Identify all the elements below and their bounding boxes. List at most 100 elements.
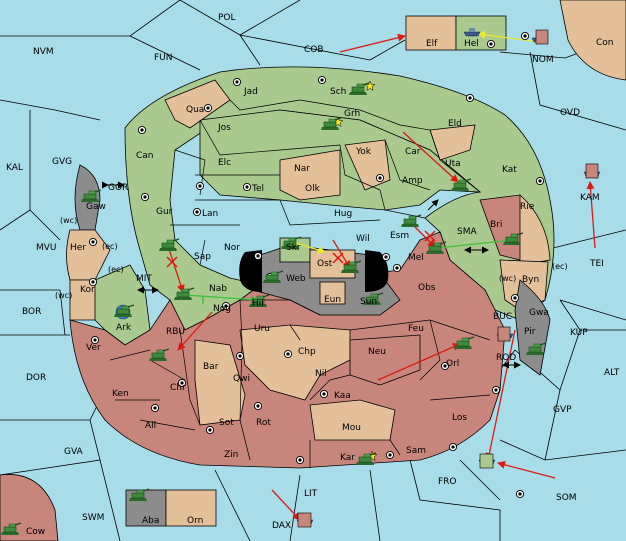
label-los: Los (452, 413, 467, 423)
box-fro (479, 453, 494, 469)
prov-her (66, 229, 111, 281)
label-uru: Uru (254, 324, 270, 334)
label-rot: Rot (256, 418, 271, 428)
label-ovd: OVD (560, 108, 580, 118)
label-eld: Eld (448, 119, 462, 129)
label-swm: SWM (82, 513, 104, 523)
coast-kor-wc: (wc) (55, 291, 72, 300)
label-her: Her (70, 243, 86, 253)
prov-mou (309, 399, 396, 441)
label-sot: Sot (219, 418, 234, 428)
label-bri: Bri (490, 220, 502, 230)
prov-eun (319, 281, 346, 305)
label-web: Web (286, 274, 306, 284)
label-nvm: NVM (33, 47, 54, 57)
label-bor: BOR (22, 307, 41, 317)
label-mou: Mou (342, 423, 361, 433)
label-qwi: Qwi (233, 374, 250, 384)
label-buc: BUC (493, 312, 512, 322)
label-yok: Yok (355, 147, 372, 157)
label-kar: Kar (340, 453, 355, 463)
label-ark: Ark (116, 323, 132, 333)
label-nar: Nar (294, 164, 310, 174)
label-can: Can (136, 151, 154, 161)
label-sma: SMA (457, 227, 477, 237)
label-feu: Feu (408, 324, 424, 334)
label-jos: Jos (217, 123, 231, 133)
label-hel: Hel (464, 39, 479, 49)
label-nil: Nil (315, 369, 327, 379)
label-dor: DOR (26, 373, 46, 383)
label-cob: COB (304, 45, 324, 55)
capsule-east (365, 250, 389, 292)
label-mit: MIT (136, 274, 152, 284)
label-rie: Rie (520, 202, 535, 212)
label-olk: Olk (305, 184, 321, 194)
label-som: SOM (556, 493, 577, 503)
label-kam: KAM (580, 193, 600, 203)
label-gor: GOR (108, 183, 128, 193)
label-mel: Mel (408, 253, 424, 263)
label-kat: Kat (502, 165, 517, 175)
label-sam: Sam (406, 446, 426, 456)
support-arrow-icon (477, 30, 541, 43)
label-gva: GVA (64, 447, 84, 457)
adjacency-arrows (102, 181, 521, 369)
label-gvg: GVG (52, 157, 72, 167)
label-hug: Hug (334, 209, 352, 219)
label-ver: Ver (86, 343, 101, 353)
label-nom: NOM (532, 55, 554, 65)
province-lines (109, 99, 491, 468)
label-amp: Amp (402, 176, 423, 186)
label-alt: ALT (604, 368, 620, 378)
label-ken: Ken (112, 389, 129, 399)
label-hil: Hil (252, 299, 264, 309)
label-rbu: RBU (166, 327, 185, 337)
label-fun: FUN (154, 53, 173, 63)
coast-byn-wc: (wc) (499, 274, 516, 283)
label-dax: DAX (272, 521, 291, 531)
prov-nar (279, 149, 341, 201)
label-sap: Sap (194, 252, 211, 262)
label-cow: Cow (26, 527, 45, 537)
label-mvu: MVU (36, 243, 57, 253)
label-wil: Wil (356, 234, 370, 244)
label-pol: POL (218, 13, 236, 23)
prov-chp-nil (239, 324, 351, 401)
label-eun: Eun (324, 295, 341, 305)
label-nab: Nab (209, 284, 227, 294)
label-chp: Chp (298, 347, 316, 357)
label-sch: Sch (330, 87, 346, 97)
label-neu: Neu (368, 347, 386, 357)
label-byn: Byn (522, 275, 539, 285)
coast-byn-ec: (ec) (552, 262, 568, 271)
label-kor: Kor (80, 285, 95, 295)
label-gvp: GVP (553, 405, 572, 415)
move-arrow-icon (339, 33, 406, 53)
supply-center-icon (232, 77, 242, 87)
box-rod (497, 326, 511, 342)
coast-her-ec: (ec) (102, 242, 118, 251)
label-pir: Pir (524, 327, 536, 337)
label-car: Car (405, 147, 421, 157)
label-rod: ROD (496, 353, 516, 363)
label-ail: Ail (145, 421, 156, 431)
capsule-west (239, 250, 262, 292)
label-gur: Gur (156, 207, 173, 217)
label-lan: Lan (202, 209, 218, 219)
label-tei: TEI (589, 259, 604, 269)
label-esm: Esm (390, 231, 409, 241)
label-sun: Sun (360, 297, 377, 307)
label-chr: Chr (170, 383, 186, 393)
label-kaa: Kaa (334, 391, 351, 401)
prov-web-sun (244, 244, 401, 316)
label-nog: Nog (213, 304, 231, 314)
convoy-arrow-icon (437, 236, 513, 249)
coast-her-wc: (wc) (60, 216, 77, 225)
prov-neu (349, 334, 421, 386)
label-kup: KUP (570, 328, 588, 338)
label-qua: Qua (186, 105, 204, 115)
label-con: Con (596, 38, 614, 48)
